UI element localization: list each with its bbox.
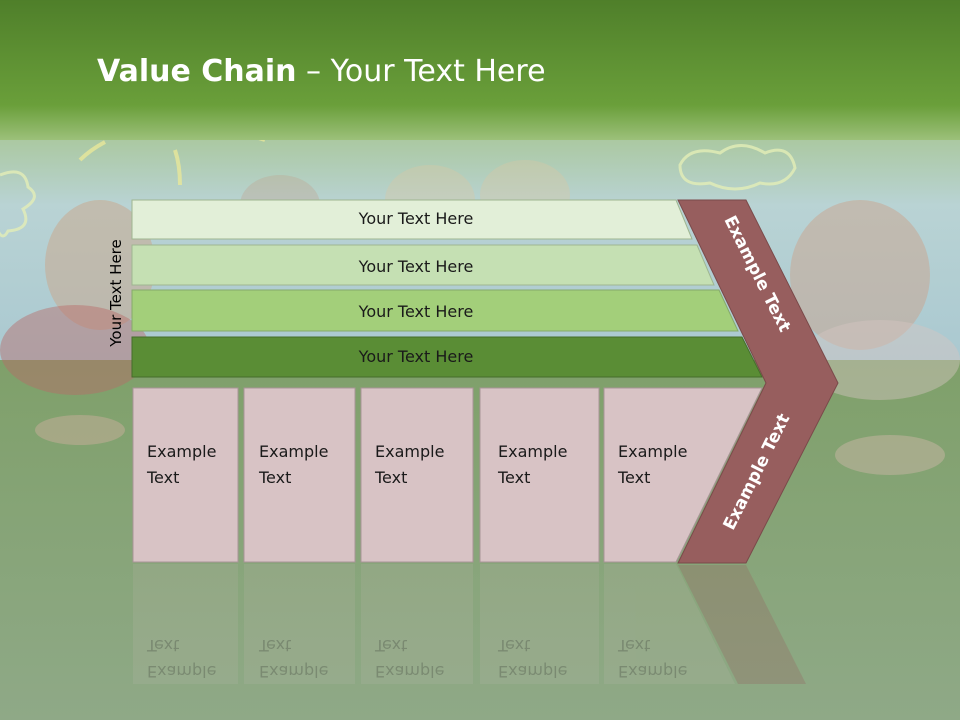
box-4-reflection-line2: Text (498, 636, 531, 655)
page-title: Value Chain – Your Text Here (97, 54, 546, 89)
title-rest: – Your Text Here (296, 54, 546, 89)
box-1 (132, 387, 239, 563)
box-4-line2: Text (498, 468, 531, 487)
title-bold: Value Chain (97, 54, 297, 89)
box-1-line2: Text (147, 468, 180, 487)
box-3-line2: Text (375, 468, 408, 487)
chevron-arrow (677, 199, 839, 564)
box-3-reflection: Example Text (375, 632, 444, 684)
box-1-line1: Example (147, 442, 217, 461)
bar-2 (131, 244, 715, 286)
box-2-line1: Example (259, 442, 329, 461)
box-2-reflection-line1: Example (259, 662, 329, 681)
box-4 (479, 387, 600, 563)
box-5-reflection-line2: Text (618, 636, 651, 655)
box-1-reflection-line2: Text (147, 636, 180, 655)
box-3 (360, 387, 474, 563)
bar-4-label: Your Text Here (358, 347, 474, 366)
box-5-line1: Example (618, 442, 688, 461)
box-3-reflection-line2: Text (375, 636, 408, 655)
box-5-reflection-line1: Example (618, 662, 688, 681)
box-4-reflection: Example Text (498, 632, 567, 684)
box-2 (243, 387, 356, 563)
box-3-line1: Example (375, 442, 445, 461)
bar-3-label: Your Text Here (358, 302, 474, 321)
side-label: Your Text Here (96, 230, 136, 355)
box-3-reflection-line1: Example (375, 662, 445, 681)
bar-3 (131, 289, 739, 332)
bar-2-label: Your Text Here (358, 257, 474, 276)
box-2-reflection: Example Text (259, 632, 328, 684)
box-4-line1: Example (498, 442, 568, 461)
side-label-text: Your Text Here (107, 238, 125, 347)
box-1-reflection: Example Text (147, 632, 216, 684)
bar-1-label: Your Text Here (358, 209, 474, 228)
box-1-reflection-line1: Example (147, 662, 217, 681)
box-5-reflection: Example Text (618, 632, 687, 684)
box-5-line2: Text (618, 468, 651, 487)
box-4-reflection-line1: Example (498, 662, 568, 681)
bar-1 (131, 199, 693, 240)
bar-4 (131, 336, 763, 378)
box-2-reflection-line2: Text (259, 636, 292, 655)
box-2-line2: Text (259, 468, 292, 487)
box-5 (603, 387, 763, 563)
